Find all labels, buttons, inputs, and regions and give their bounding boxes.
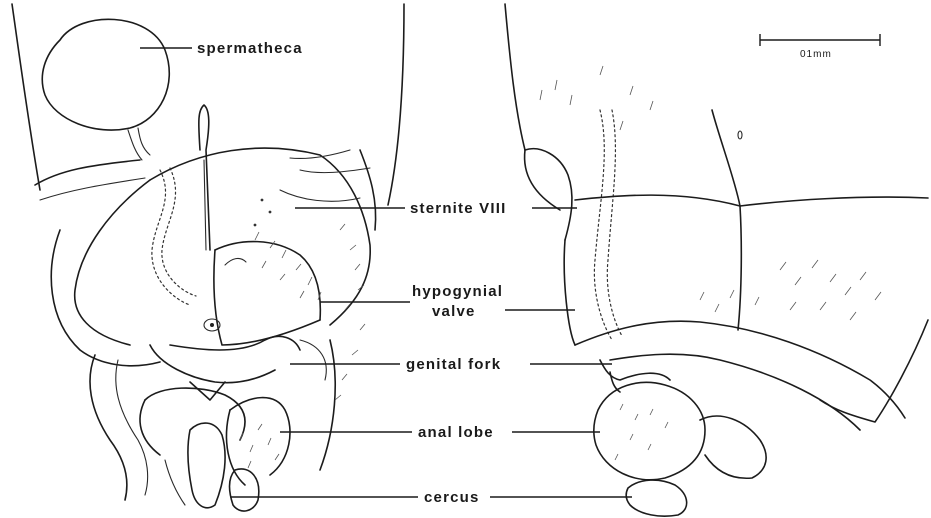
lateral-view-drawing bbox=[505, 4, 928, 516]
label-spermatheca: spermatheca bbox=[140, 40, 303, 57]
label-spermatheca-text: spermatheca bbox=[197, 40, 303, 57]
label-anal-lobe: anal lobe bbox=[280, 424, 600, 441]
label-genital-fork-text: genital fork bbox=[406, 356, 501, 373]
label-sternite: sternite VIII bbox=[295, 200, 577, 217]
label-anal-lobe-text: anal lobe bbox=[418, 424, 494, 441]
label-sternite-text: sternite VIII bbox=[410, 200, 506, 217]
scale-bar: 01mm bbox=[760, 34, 880, 60]
label-hypogynial-valve: hypogynial valve bbox=[320, 283, 575, 320]
label-genital-fork: genital fork bbox=[290, 356, 612, 373]
label-hypogynial-text-2: valve bbox=[432, 303, 476, 320]
ventral-view-drawing bbox=[12, 4, 404, 511]
label-cercus: cercus bbox=[230, 489, 632, 506]
label-hypogynial-text-1: hypogynial bbox=[412, 283, 503, 300]
label-cercus-text: cercus bbox=[424, 489, 480, 506]
scale-bar-label: 01mm bbox=[800, 49, 832, 60]
